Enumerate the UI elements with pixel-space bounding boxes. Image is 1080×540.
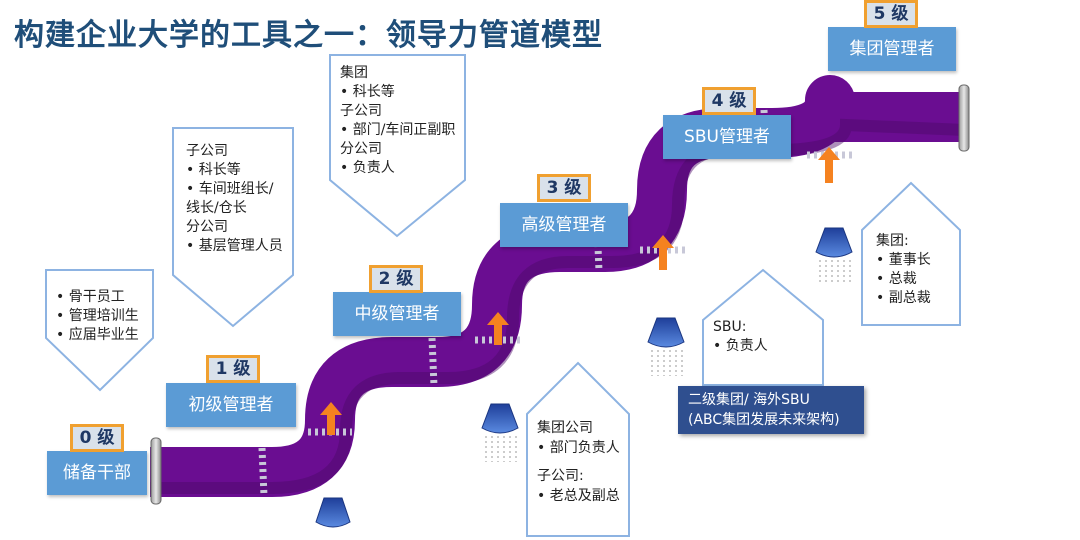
callout-0-line: • 管理培训生 xyxy=(56,308,139,324)
group-note-line: (ABC集团发展未来架构) xyxy=(688,412,840,428)
callout-shape-3 xyxy=(526,361,630,537)
arrow-up-icon xyxy=(818,147,840,183)
callout-shape-1 xyxy=(172,127,294,328)
nozzle-icon xyxy=(815,227,853,258)
callout-2: 集团 • 科长等 子公司 • 部门/车间正副职 分公司 • 负责人 xyxy=(340,64,455,178)
callout-2-line: 子公司 xyxy=(340,103,382,119)
callout-3-line: 集团公司 xyxy=(537,420,593,436)
callout-1-line: 线长/仓长 xyxy=(186,200,247,216)
callout-shape-0 xyxy=(45,269,154,392)
callout-2-line: 集团 xyxy=(340,65,368,81)
callout-3-line xyxy=(537,458,620,466)
arrow-up-icon xyxy=(652,235,674,270)
pipe-cap-right xyxy=(958,84,970,152)
stage-3-name: 高级管理者 xyxy=(500,203,628,247)
page-title: 构建企业大学的工具之一：领导力管道模型 xyxy=(14,18,603,53)
nozzle-icon xyxy=(315,497,351,528)
callout-shapes xyxy=(45,54,961,537)
callout-1-line: • 车间班组长/ xyxy=(186,181,274,197)
callout-2-line: 分公司 xyxy=(340,141,382,157)
callout-3-line: • 部门负责人 xyxy=(537,440,620,456)
callout-1-line: • 科长等 xyxy=(186,162,241,178)
stage-4-name: SBU管理者 xyxy=(663,115,791,159)
callout-3-line: • 老总及副总 xyxy=(537,488,620,504)
stage-4-level: 4 级 xyxy=(702,87,756,115)
callout-3-line: 子公司: xyxy=(537,468,584,484)
stage-0-level: 0 级 xyxy=(70,424,124,452)
callout-5-line: • 董事长 xyxy=(876,252,931,268)
callout-5-line: 集团: xyxy=(876,233,909,249)
stage-5-name: 集团管理者 xyxy=(828,27,956,71)
callout-2-line: • 科长等 xyxy=(340,84,395,100)
callout-shape-5 xyxy=(861,181,961,326)
stage-2-level: 2 级 xyxy=(369,265,423,293)
callout-2-line: • 负责人 xyxy=(340,160,395,176)
callout-1-line: 分公司 xyxy=(186,219,228,235)
callout-4-line: • 负责人 xyxy=(713,338,768,354)
callout-0: • 骨干员工 • 管理培训生 • 应届毕业生 xyxy=(56,288,139,345)
stage-1-level: 1 级 xyxy=(206,355,260,383)
stage-0-name: 储备干部 xyxy=(47,451,147,495)
pipe-cap-left xyxy=(150,437,162,505)
callout-2-line: • 部门/车间正副职 xyxy=(340,122,456,138)
group-note-box: 二级集团/ 海外SBU (ABC集团发展未来架构) xyxy=(678,386,864,434)
callout-0-line: • 骨干员工 xyxy=(56,289,125,305)
callout-3: 集团公司 • 部门负责人 子公司: • 老总及副总 xyxy=(537,418,620,506)
callout-1-line: • 基层管理人员 xyxy=(186,238,283,254)
nozzle-icon xyxy=(647,317,685,348)
callout-5-line: • 总裁 xyxy=(876,271,917,287)
growth-arrows xyxy=(320,147,840,435)
callout-shape-2 xyxy=(329,54,466,238)
callout-shape-4 xyxy=(702,268,824,386)
pipe-nozzles xyxy=(315,227,853,528)
callout-1: 子公司 • 科长等 • 车间班组长/ 线长/仓长 分公司 • 基层管理人员 xyxy=(186,142,283,256)
callout-4-line: SBU: xyxy=(713,319,747,335)
stage-1-name: 初级管理者 xyxy=(166,383,296,427)
stage-3-level: 3 级 xyxy=(537,174,591,202)
arrow-up-icon xyxy=(320,402,342,435)
callout-1-line: 子公司 xyxy=(186,143,228,159)
arrow-up-icon xyxy=(487,312,509,345)
callout-5: 集团: • 董事长 • 总裁 • 副总裁 xyxy=(876,232,931,308)
stage-5-level: 5 级 xyxy=(864,0,918,28)
group-note-line: 二级集团/ 海外SBU xyxy=(688,392,810,408)
callout-5-line: • 副总裁 xyxy=(876,290,931,306)
stage-2-name: 中级管理者 xyxy=(333,292,461,336)
callout-4: SBU: • 负责人 xyxy=(713,318,768,356)
nozzle-icon xyxy=(481,403,519,434)
spray-drips xyxy=(485,260,851,462)
callout-0-line: • 应届毕业生 xyxy=(56,327,139,343)
